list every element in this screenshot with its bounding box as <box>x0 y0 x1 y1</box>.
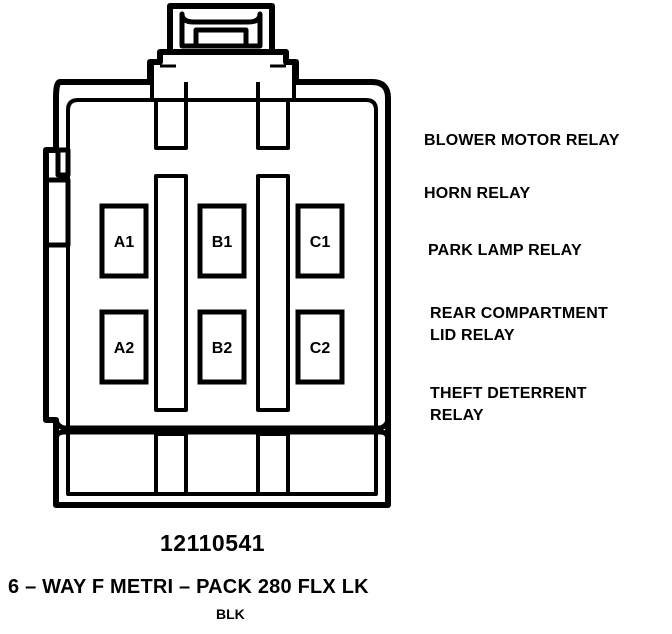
cavity-label: B2 <box>212 340 233 357</box>
relay-label-line: LID RELAY <box>430 327 515 344</box>
side-latch <box>46 147 71 248</box>
cavity-b2: B2 <box>197 309 247 385</box>
cavity-box <box>197 309 247 385</box>
relay-label-line: THEFT DETERRENT <box>430 385 587 402</box>
cavity-box <box>295 309 345 385</box>
relay-label-park-lamp: PARK LAMP RELAY <box>428 240 582 262</box>
cavity-label: A2 <box>114 340 135 357</box>
connector-description: 6 – WAY F METRI – PACK 280 FLX LK <box>8 576 369 598</box>
cavity-box <box>99 203 149 279</box>
cavity-c2: C2 <box>295 309 345 385</box>
cavity-c1: C1 <box>295 203 345 279</box>
relay-label-line: PARK LAMP RELAY <box>428 242 582 259</box>
relay-label-horn: HORN RELAY <box>424 183 530 205</box>
housing-inner-outline <box>66 98 378 496</box>
relay-label-theft-deterrent: THEFT DETERRENT RELAY <box>430 383 587 427</box>
relay-label-line: BLOWER MOTOR RELAY <box>424 132 620 149</box>
lower-ledge <box>53 417 391 441</box>
cavity-label: C2 <box>310 340 331 357</box>
relay-label-line: RELAY <box>430 407 484 424</box>
cavity-box <box>295 203 345 279</box>
vertical-ribs <box>154 98 290 496</box>
cavity-label: A1 <box>114 234 135 251</box>
top-latch <box>150 3 296 100</box>
relay-label-rear-compartment: REAR COMPARTMENT LID RELAY <box>430 303 608 347</box>
part-number: 12110541 <box>160 530 266 556</box>
relay-label-line: HORN RELAY <box>424 185 531 202</box>
cavity-label: B1 <box>212 234 233 251</box>
cavity-b1: B1 <box>197 203 247 279</box>
cavity-label: C1 <box>310 234 331 251</box>
cavity-a2: A2 <box>99 309 149 385</box>
connector-body <box>43 3 391 508</box>
cavity-box <box>99 309 149 385</box>
connector-color: BLK <box>216 606 245 622</box>
housing-outline <box>43 49 391 508</box>
relay-label-line: REAR COMPARTMENT <box>430 305 609 322</box>
relay-label-blower-motor: BLOWER MOTOR RELAY <box>424 130 620 152</box>
cavity-a1: A1 <box>99 203 149 279</box>
cavity-box <box>197 203 247 279</box>
